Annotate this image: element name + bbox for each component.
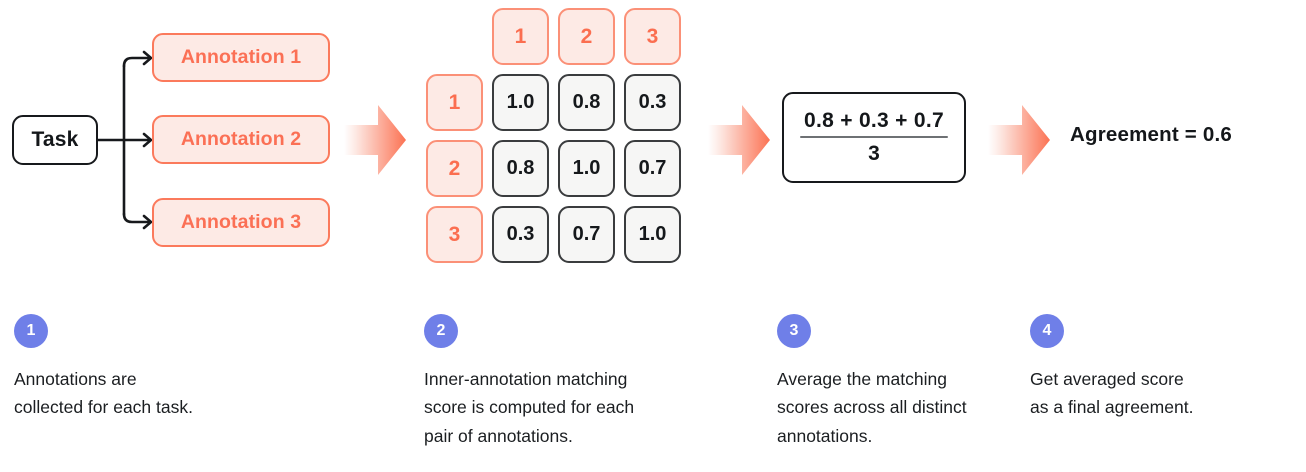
step-2: 2 Inner-annotation matching score is com… bbox=[424, 314, 714, 450]
fraction-denominator: 3 bbox=[868, 142, 880, 166]
matrix-row-header-3: 3 bbox=[426, 206, 483, 263]
annotation-box-1: Annotation 1 bbox=[152, 33, 330, 82]
annotation-box-2-label: Annotation 2 bbox=[180, 128, 302, 150]
annotation-box-1-label: Annotation 1 bbox=[180, 46, 302, 68]
step-2-text: Inner-annotation matching score is compu… bbox=[424, 369, 635, 446]
matrix-cell-r2c1: 0.8 bbox=[492, 140, 549, 197]
matrix-cell-r3c1: 0.3 bbox=[492, 206, 549, 263]
step-3-text: Average the matching scores across all d… bbox=[777, 369, 967, 446]
arrow-right-icon-2 bbox=[708, 105, 770, 175]
task-node: Task bbox=[12, 115, 98, 165]
matrix-cell-r2c2: 1.0 bbox=[558, 140, 615, 197]
matrix-col-header-2: 2 bbox=[558, 8, 615, 65]
matrix-col-header-1: 1 bbox=[492, 8, 549, 65]
matrix-cell-r1c3: 0.3 bbox=[624, 74, 681, 131]
step-2-badge: 2 bbox=[424, 314, 458, 348]
matrix-col-header-3: 3 bbox=[624, 8, 681, 65]
task-node-label: Task bbox=[31, 128, 79, 151]
step-4: 4 Get averaged score as a final agreemen… bbox=[1030, 314, 1280, 422]
average-formula-box: 0.8 + 0.3 + 0.7 3 bbox=[782, 92, 966, 183]
step-4-text: Get averaged score as a final agreement. bbox=[1030, 369, 1194, 418]
step-3: 3 Average the matching scores across all… bbox=[777, 314, 1027, 450]
annotation-box-3-label: Annotation 3 bbox=[180, 211, 302, 233]
step-4-badge: 4 bbox=[1030, 314, 1064, 348]
fraction: 0.8 + 0.3 + 0.7 3 bbox=[800, 109, 948, 166]
arrow-right-icon-1 bbox=[344, 105, 406, 175]
arrow-right-icon-3 bbox=[988, 105, 1050, 175]
agreement-matrix: 1 2 3 1 1.0 0.8 0.3 2 0.8 1.0 0.7 3 0.3 … bbox=[426, 8, 681, 263]
matrix-row-header-2: 2 bbox=[426, 140, 483, 197]
step-1-badge: 1 bbox=[14, 314, 48, 348]
step-1-text: Annotations are collected for each task. bbox=[14, 369, 193, 418]
step-1: 1 Annotations are collected for each tas… bbox=[14, 314, 244, 422]
step-3-badge: 3 bbox=[777, 314, 811, 348]
task-to-annotations-connector bbox=[98, 50, 153, 230]
matrix-cell-r3c2: 0.7 bbox=[558, 206, 615, 263]
fraction-numerator: 0.8 + 0.3 + 0.7 bbox=[804, 109, 944, 133]
annotation-box-3: Annotation 3 bbox=[152, 198, 330, 247]
agreement-result: Agreement = 0.6 bbox=[1070, 123, 1232, 146]
annotation-box-2: Annotation 2 bbox=[152, 115, 330, 164]
matrix-cell-r3c3: 1.0 bbox=[624, 206, 681, 263]
matrix-cell-r1c2: 0.8 bbox=[558, 74, 615, 131]
fraction-bar bbox=[800, 135, 948, 139]
matrix-cell-r2c3: 0.7 bbox=[624, 140, 681, 197]
matrix-row-header-1: 1 bbox=[426, 74, 483, 131]
matrix-cell-r1c1: 1.0 bbox=[492, 74, 549, 131]
